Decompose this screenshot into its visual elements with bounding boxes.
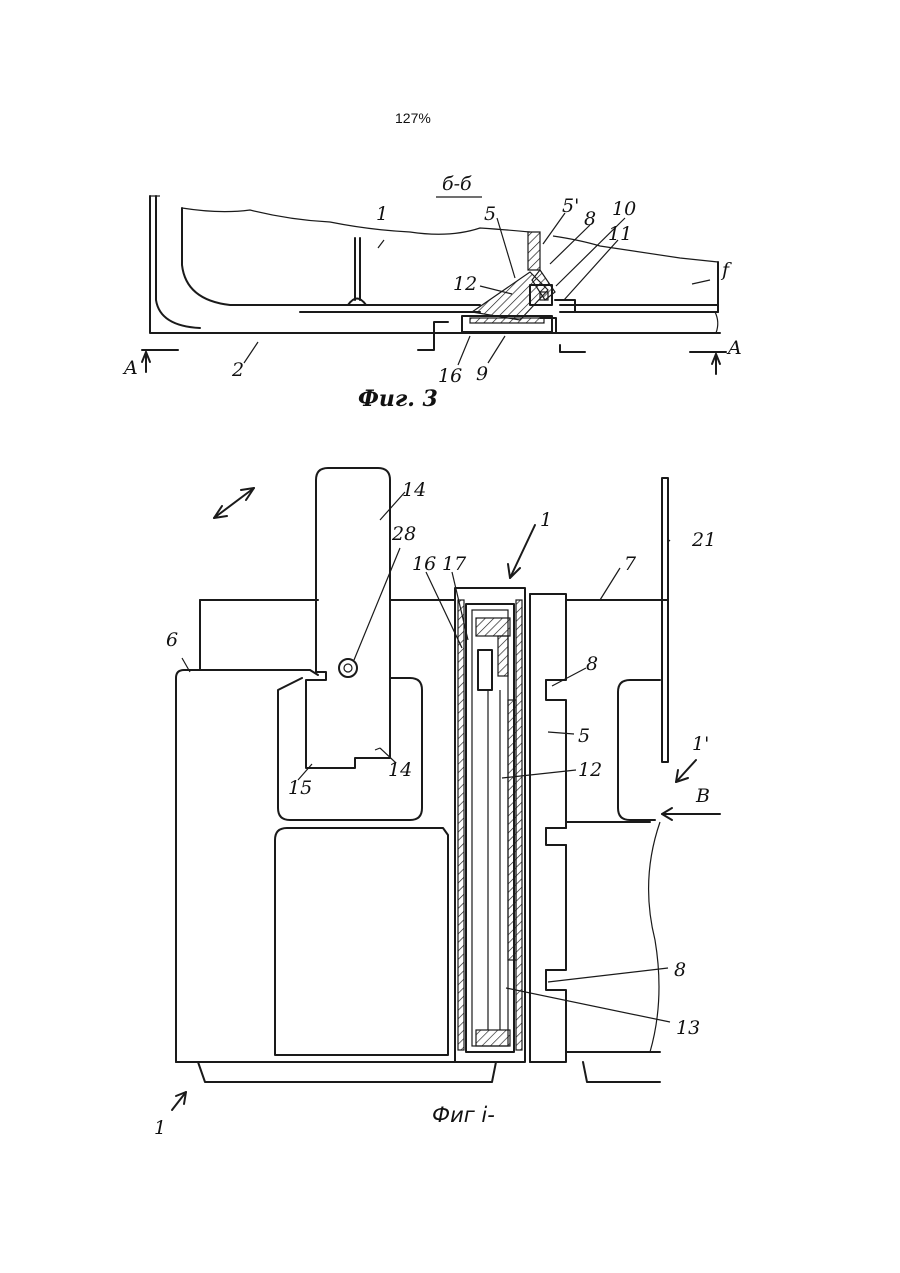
fig3-label-12: 12 xyxy=(453,273,477,295)
fig3-caption: Фиг. 3 xyxy=(358,386,438,412)
fig-lower-label-8b: 8 xyxy=(674,959,686,981)
fig-lower-caption: Фиг і- xyxy=(432,1103,495,1127)
fig3-label-1: 1 xyxy=(376,203,388,225)
fig-lower-label-6: 6 xyxy=(166,629,178,651)
fig3-section-mark-left: A xyxy=(122,357,138,379)
fig-lower-label-14a: 14 xyxy=(402,479,426,501)
fig-lower-label-13: 13 xyxy=(676,1017,700,1039)
fig-lower-label-15: 15 xyxy=(288,777,312,799)
fig3-label-2: 2 xyxy=(231,359,244,381)
fig-lower-label-B: B xyxy=(695,785,710,807)
fig-lower-label-21: 21 xyxy=(691,529,716,551)
fig3-label-8: 8 xyxy=(584,208,596,230)
fig-lower-label-16: 16 xyxy=(412,553,436,575)
fig-lower-label-1p: 1' xyxy=(692,733,709,755)
fig3-section-mark-right: A xyxy=(726,337,742,359)
fig3-label-11: 11 xyxy=(608,223,632,245)
fig3-label-16: 16 xyxy=(438,365,462,387)
figure-3 xyxy=(142,196,726,374)
fig3-label-5p: 5' xyxy=(562,195,579,217)
fig-lower-label-7: 7 xyxy=(624,553,637,575)
fig-lower-label-1-bottom: 1 xyxy=(154,1117,166,1139)
fig3-label-f: f xyxy=(720,259,732,281)
fig-lower-label-5: 5 xyxy=(578,725,590,747)
fig3-section-label: б-б xyxy=(442,173,472,195)
fig-lower-label-12: 12 xyxy=(578,759,602,781)
fig-lower-label-8a: 8 xyxy=(586,653,598,675)
fig3-label-5: 5 xyxy=(484,203,496,225)
fig-lower-label-1: 1 xyxy=(540,509,552,531)
fig-lower-label-28: 28 xyxy=(391,523,416,545)
fig3-label-10: 10 xyxy=(612,198,636,220)
fig-lower-label-14b: 14 xyxy=(388,759,412,781)
fig-lower-label-17: 17 xyxy=(442,553,467,575)
fig3-label-9: 9 xyxy=(476,363,488,385)
